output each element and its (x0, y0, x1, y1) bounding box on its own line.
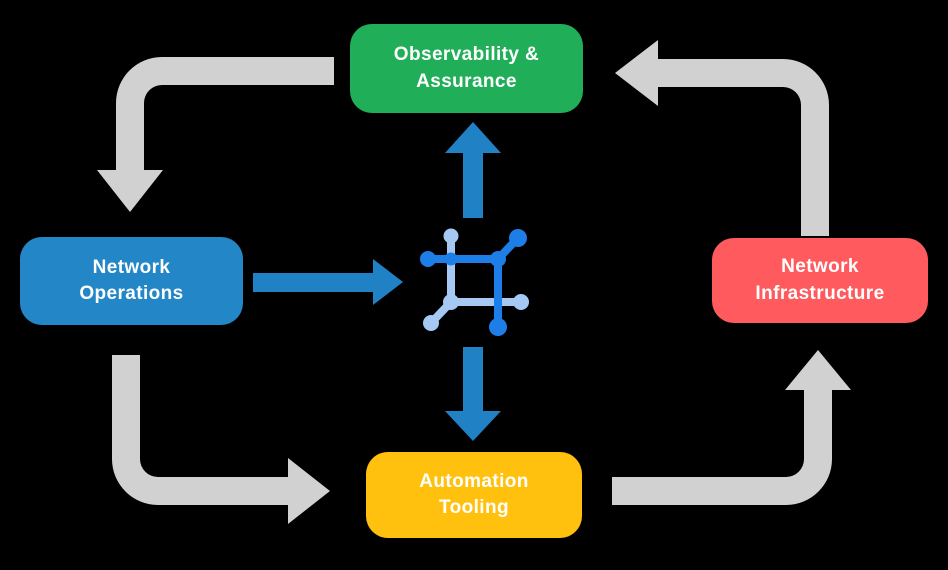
arrow-center-to-observability (445, 122, 501, 218)
node-label-line: Operations (79, 283, 184, 304)
arrow-observability-to-operations (97, 57, 334, 212)
network-mesh-icon-light-dots (423, 228, 529, 331)
arrow-infrastructure-to-observability (615, 40, 829, 236)
node-network-operations: Network Operations (20, 237, 243, 325)
node-label-line: Observability & (393, 44, 540, 66)
node-label-line: Tooling (439, 497, 509, 518)
node-label-line: Automation (419, 470, 529, 492)
arrow-operations-to-automation (112, 355, 330, 524)
node-label-line: Network (92, 256, 171, 278)
node-network-infrastructure: Network Infrastructure (712, 238, 928, 323)
arrow-automation-to-infrastructure (612, 350, 851, 505)
node-observability-assurance: Observability & Assurance (350, 24, 583, 113)
network-mesh-icon-dark-dots (420, 229, 527, 336)
node-label-line: Assurance (416, 70, 517, 92)
node-label-line: Network (781, 256, 859, 278)
node-label-line: Infrastructure (755, 282, 885, 304)
arrow-center-to-automation (445, 347, 501, 441)
node-automation-tooling: Automation Tooling (366, 452, 582, 538)
network-mesh-icon (420, 228, 529, 336)
arrow-operations-to-center (253, 259, 403, 305)
